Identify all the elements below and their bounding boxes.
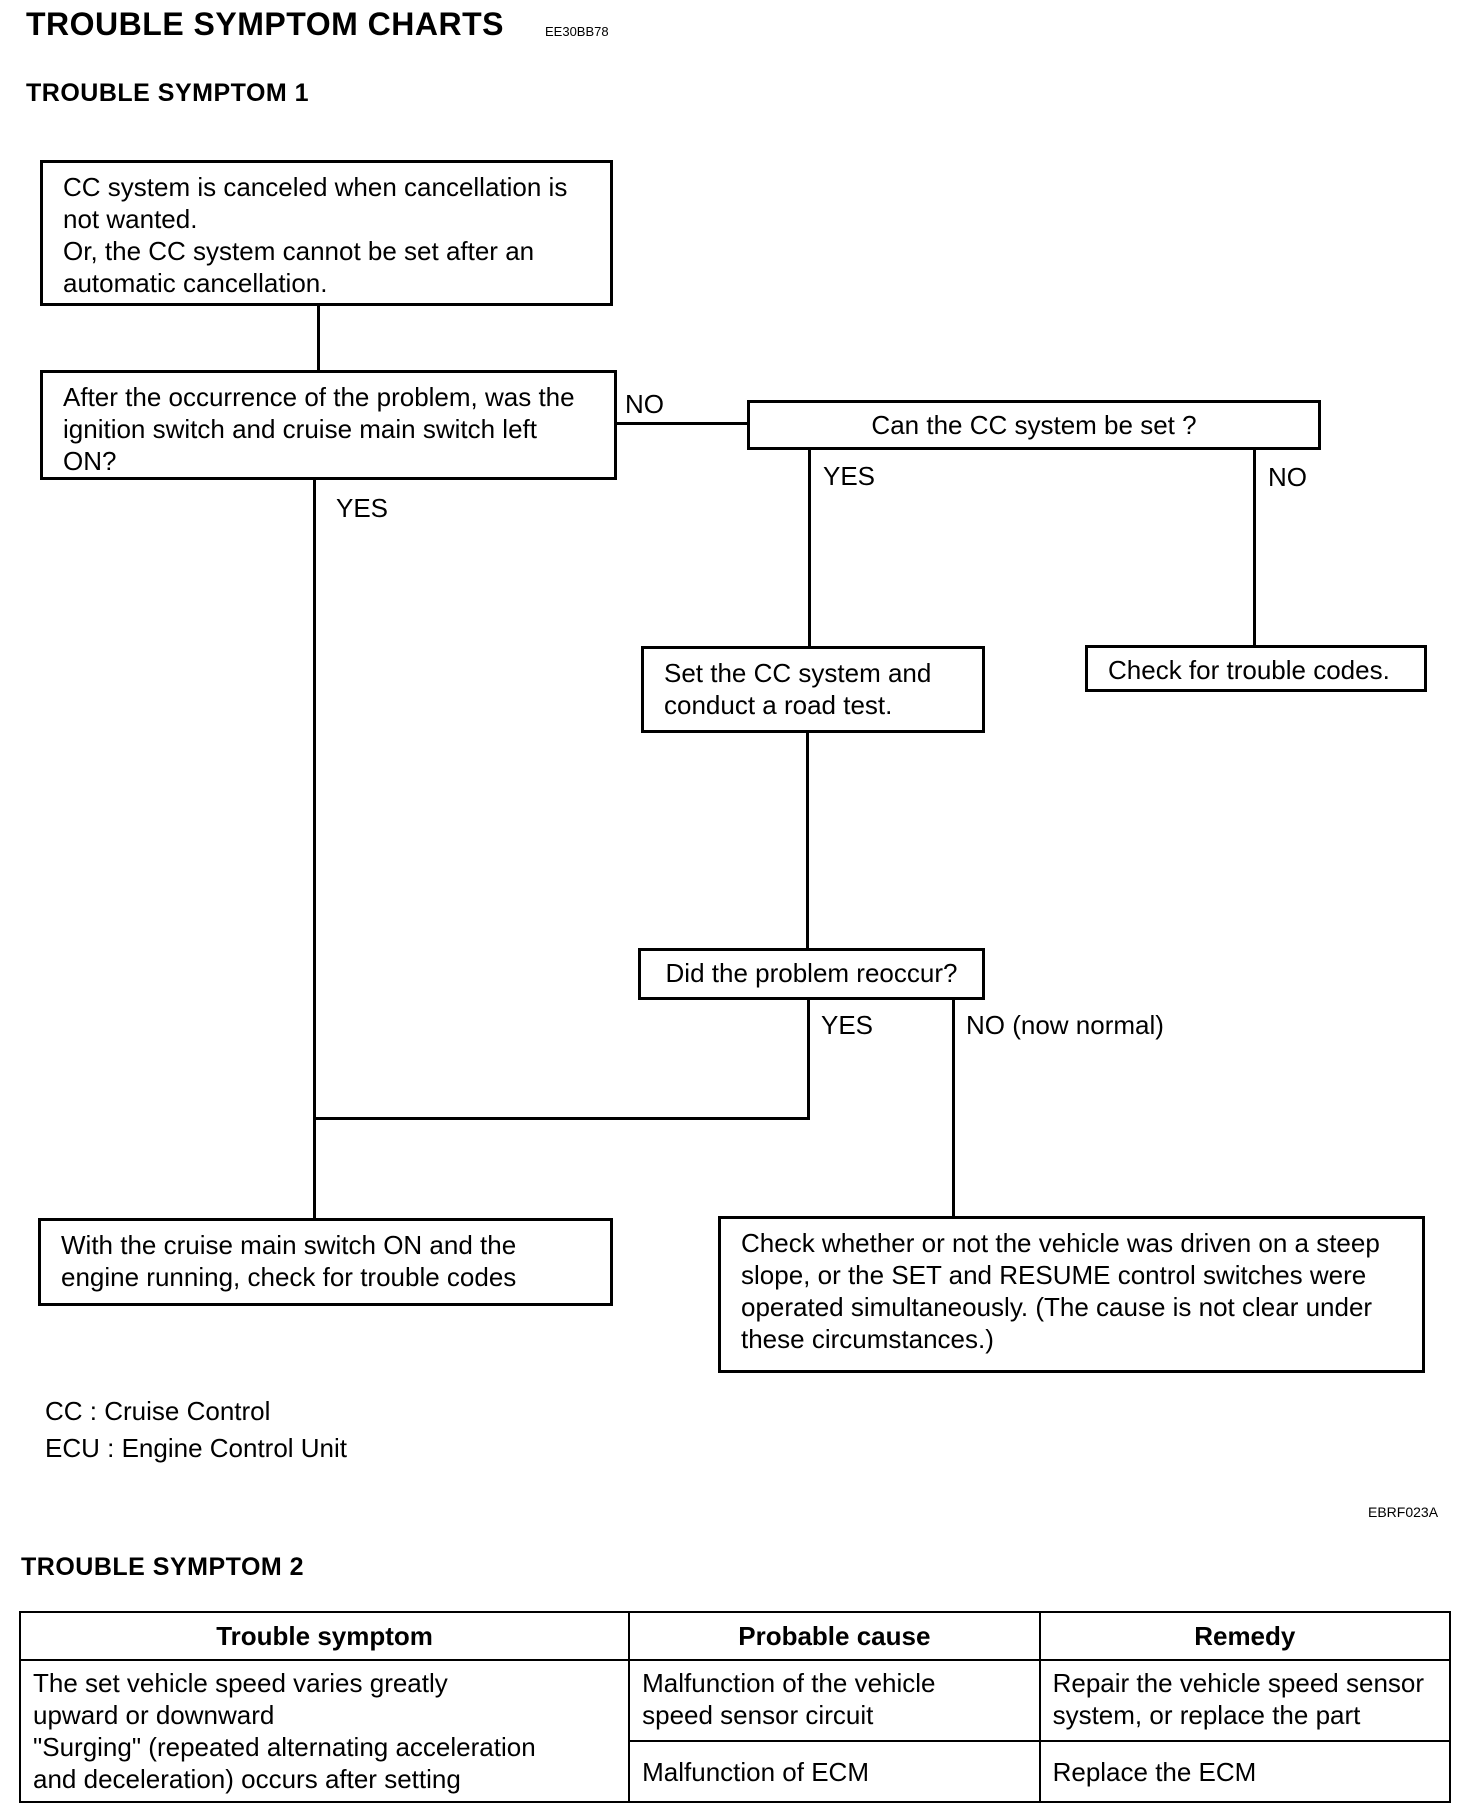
table-row: Malfunction of ECM Replace the ECM (20, 1740, 1452, 1803)
question-ignition-box: After the occurrence of the problem, was… (40, 370, 617, 480)
symptom2-heading: TROUBLE SYMPTOM 2 (21, 1553, 305, 1581)
connector-line (807, 998, 810, 1120)
connector-line (313, 1117, 810, 1120)
branch-label-no: NO (625, 389, 664, 419)
page-title: TROUBLE SYMPTOM CHARTS (26, 6, 504, 42)
start-box: CC system is canceled when cancellation … (40, 160, 613, 306)
connector-line (1253, 449, 1256, 648)
column-header: Remedy (1038, 1611, 1452, 1661)
branch-label-yes: YES (336, 493, 389, 523)
cause-cell: Malfunction of the vehicle speed sensor … (628, 1658, 1041, 1743)
symptom1-heading: TROUBLE SYMPTOM 1 (26, 79, 310, 107)
connector-line (615, 422, 750, 425)
connector-line (317, 305, 320, 372)
check-codes-engine-box: With the cruise main switch ON and the e… (38, 1218, 613, 1306)
connector-line (808, 449, 811, 648)
table-row: The set vehicle speed varies greatly upw… (18, 1658, 1452, 1803)
set-road-test-box: Set the CC system and conduct a road tes… (641, 646, 985, 733)
abbreviation-note: CC : Cruise Control ECU : Engine Control… (45, 1396, 348, 1463)
connector-line (806, 732, 809, 950)
branch-label-no: NO (1268, 462, 1307, 492)
question-can-set-box: Can the CC system be set ? (747, 400, 1321, 450)
cause-cell: Malfunction of ECM (628, 1740, 1041, 1803)
branch-label-yes: YES (823, 461, 876, 491)
remedy-cell: Replace the ECM (1038, 1740, 1452, 1803)
table-header-row: Trouble symptom Probable cause Remedy (18, 1611, 1452, 1661)
branch-label-yes: YES (821, 1010, 874, 1040)
column-header: Probable cause (628, 1611, 1041, 1661)
figure-reference: EBRF023A (1368, 1504, 1439, 1520)
connector-line (313, 479, 316, 1219)
check-slope-box: Check whether or not the vehicle was dri… (718, 1216, 1425, 1373)
document-code: EE30BB78 (545, 24, 609, 39)
check-trouble-codes-box: Check for trouble codes. (1085, 645, 1427, 692)
column-header: Trouble symptom (18, 1611, 631, 1661)
question-reoccur-box: Did the problem reoccur? (638, 948, 985, 1000)
connector-line (952, 998, 955, 1217)
remedy-cell: Repair the vehicle speed sensor system, … (1038, 1658, 1452, 1743)
branch-label-no-now-normal: NO (now normal) (966, 1010, 1164, 1040)
symptom-table: Trouble symptom Probable cause Remedy Th… (18, 1611, 1452, 1803)
symptom-cell: The set vehicle speed varies greatly upw… (18, 1659, 631, 1803)
